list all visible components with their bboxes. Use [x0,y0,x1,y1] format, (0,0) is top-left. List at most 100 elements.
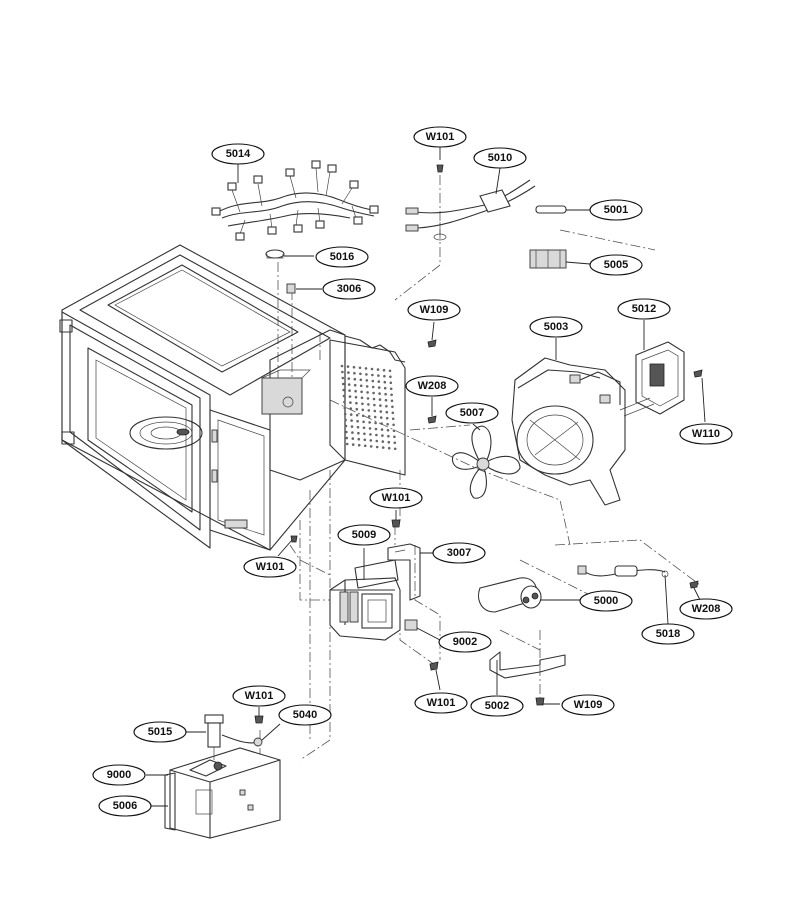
vent-hole [375,439,379,443]
vent-hole [355,413,359,417]
vent-hole [373,403,376,407]
vent-hole [359,384,363,388]
vent-hole [378,398,382,401]
vent-hole [363,432,366,436]
vent-hole [381,434,384,437]
vent-hole [350,425,354,428]
vent-hole [377,380,381,383]
vent-hole [385,404,388,408]
vent-hole [384,398,388,402]
vent-hole [351,437,355,440]
vent-hole [391,405,394,409]
vent-hole [389,375,392,379]
thermostat [265,249,285,259]
vent-hole [357,431,360,435]
vent-hole [366,397,370,400]
vent-hole [347,371,350,374]
vent-hole [371,373,374,377]
vent-hole [367,409,371,412]
screw-w101-mid-shape [391,519,401,528]
vent-hole [368,421,371,424]
svg-text:5018: 5018 [656,628,680,640]
svg-text:5001: 5001 [604,204,628,216]
callout-w101-left: W101 [243,556,297,578]
vent-hole [380,422,383,425]
vent-hole [360,396,364,400]
screw-w109-mid-shape [427,339,437,348]
svg-text:W101: W101 [382,492,411,504]
fuse [535,205,567,214]
svg-text:W109: W109 [420,304,449,316]
vent-hole [383,374,386,378]
callout-9002: 9002 [438,631,492,653]
vent-hole [373,415,377,419]
vent-hole [369,439,373,442]
vent-hole [368,427,372,430]
callout-w101-bottom: W101 [232,685,286,707]
svg-text:9002: 9002 [453,636,477,648]
svg-text:W101: W101 [256,561,285,573]
vent-hole [356,425,360,429]
vent-hole [355,407,359,411]
svg-text:9000: 9000 [107,769,131,781]
callout-9000: 9000 [92,764,146,786]
vent-hole [385,410,389,414]
callout-5003: 5003 [529,316,583,338]
callout-w110: W110 [679,423,733,445]
screw-w208-right-shape [689,580,699,589]
svg-text:3007: 3007 [447,547,471,559]
vent-hole [367,415,371,418]
vent-hole [390,393,393,397]
svg-text:W208: W208 [418,380,447,392]
vent-hole [393,447,397,451]
svg-text:W208: W208 [692,603,721,615]
vent-hole [373,409,377,413]
callout-w208-right: W208 [679,598,733,620]
vent-hole [378,392,381,395]
vent-hole [361,402,364,406]
vent-hole [351,431,354,434]
vent-hole [392,423,395,427]
vent-hole [384,392,387,396]
vent-hole [391,417,395,421]
assembly-guide-lines [259,175,701,765]
vent-hole [341,376,345,380]
vent-hole [344,424,348,428]
callout-5016: 5016 [315,246,369,268]
vent-hole [380,428,384,431]
svg-text:5015: 5015 [148,726,172,738]
callout-5001: 5001 [589,199,643,221]
vent-hole [347,377,351,380]
vent-hole [393,441,397,445]
svg-text:5014: 5014 [226,148,251,160]
svg-text:5016: 5016 [330,251,354,263]
vent-hole [387,440,391,444]
vent-hole [371,379,375,383]
vent-hole [349,413,353,416]
svg-text:5012: 5012 [632,303,656,315]
callout-w101-top: W101 [413,126,467,148]
vent-hole [342,394,346,398]
callout-w208-mid: W208 [405,375,459,397]
lead-wire [221,715,264,747]
vent-hole [381,446,385,449]
vent-hole [348,389,351,392]
vent-hole [371,385,375,389]
vent-hole [353,377,357,381]
bracket-small [286,283,296,294]
vent-hole [341,382,345,386]
vent-hole [356,419,359,423]
callout-w101-low: W101 [414,692,468,714]
svg-text:W101: W101 [427,697,456,709]
vent-hole [369,445,373,448]
hv-capacitor [477,577,542,613]
vent-hole [374,427,378,431]
vent-hole [389,387,393,391]
callout-3007: 3007 [432,542,486,564]
vent-hole [387,434,390,438]
vent-hole [345,430,348,434]
vent-hole [377,374,380,377]
transformer-fuse [204,714,224,760]
vent-hole [341,370,344,374]
